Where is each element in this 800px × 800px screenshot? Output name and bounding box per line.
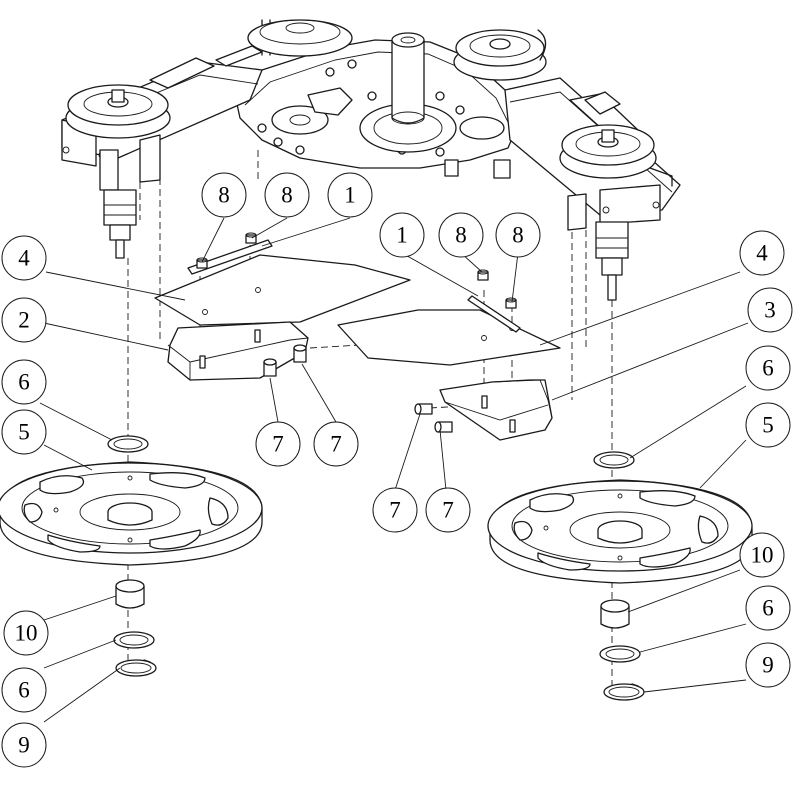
callout-label: 10 xyxy=(751,543,774,568)
callout-9-right: 9 xyxy=(745,642,791,688)
left-gear-cover xyxy=(271,105,329,135)
left-bushing-10 xyxy=(115,579,145,609)
right-spindle xyxy=(595,221,629,301)
callout-label: 9 xyxy=(762,653,774,678)
callout-label: 7 xyxy=(272,432,284,457)
callout-label: 8 xyxy=(512,223,524,248)
callout-5-left: 5 xyxy=(1,409,47,455)
right-spacer-6-bottom xyxy=(599,645,641,663)
left-retaining-ring-9 xyxy=(115,659,157,677)
callout-7-right-a: 7 xyxy=(372,487,418,533)
callout-3: 3 xyxy=(747,287,793,333)
callout-10-right: 10 xyxy=(739,532,785,578)
callout-6-left-top: 6 xyxy=(1,359,47,405)
left-spindle xyxy=(103,189,137,259)
callout-label: 8 xyxy=(281,183,293,208)
callout-1-left: 1 xyxy=(327,172,373,218)
callout-label: 8 xyxy=(455,223,467,248)
left-shield-plate-4 xyxy=(154,254,411,326)
left-bracket-2 xyxy=(167,321,309,381)
callout-label: 1 xyxy=(344,183,356,208)
left-bolts-7 xyxy=(263,344,307,377)
callout-label: 2 xyxy=(18,308,30,333)
callout-1-right: 1 xyxy=(379,212,425,258)
callout-label: 6 xyxy=(18,678,30,703)
right-strap-1 xyxy=(467,295,521,333)
right-bolts-7 xyxy=(414,403,453,433)
callout-6-left-bottom: 6 xyxy=(1,667,47,713)
left-spacer-6-bottom xyxy=(113,631,155,649)
callout-7-right-b: 7 xyxy=(425,487,471,533)
callout-8-left-a: 8 xyxy=(201,172,247,218)
right-retaining-ring-9 xyxy=(603,683,645,701)
callout-label: 7 xyxy=(330,432,342,457)
callout-label: 9 xyxy=(18,733,30,758)
right-bracket-3 xyxy=(439,379,553,441)
callout-9-left: 9 xyxy=(1,722,47,768)
right-nuts-8 xyxy=(477,269,517,309)
front-right-pulley xyxy=(559,124,657,179)
callout-label: 1 xyxy=(396,223,408,248)
callout-label: 3 xyxy=(764,298,776,323)
rear-left-pulley xyxy=(247,19,353,57)
right-disk-5 xyxy=(487,479,753,584)
callout-label: 5 xyxy=(762,413,774,438)
right-arm-end-bracket xyxy=(599,184,661,225)
right-bushing-10 xyxy=(600,599,630,629)
input-shaft xyxy=(391,32,425,125)
callout-label: 6 xyxy=(762,356,774,381)
front-left-pulley xyxy=(65,84,171,139)
callout-6-right-bottom: 6 xyxy=(745,585,791,631)
callout-label: 4 xyxy=(18,246,30,271)
left-disk-5 xyxy=(0,461,263,566)
callout-2: 2 xyxy=(1,297,47,343)
left-nuts-8 xyxy=(196,232,257,269)
callout-7-left-b: 7 xyxy=(313,421,359,467)
right-shield-plate-4 xyxy=(337,309,561,366)
callout-label: 6 xyxy=(762,596,774,621)
rear-right-pulley xyxy=(453,29,547,81)
callout-8-left-b: 8 xyxy=(264,172,310,218)
callout-label: 8 xyxy=(218,183,230,208)
callout-label: 10 xyxy=(15,621,38,646)
callout-label: 7 xyxy=(442,498,454,523)
callout-6-right-top: 6 xyxy=(745,345,791,391)
left-spacer-6-top xyxy=(107,435,149,453)
callout-label: 6 xyxy=(18,370,30,395)
callout-4-right: 4 xyxy=(739,230,785,276)
callout-10-left: 10 xyxy=(3,610,49,656)
housing-bolts xyxy=(257,59,465,157)
callout-8-right-b: 8 xyxy=(495,212,541,258)
right-spacer-6-top xyxy=(593,451,635,469)
callout-4-left: 4 xyxy=(1,235,47,281)
deck-drive-assembly xyxy=(61,19,681,301)
callout-label: 7 xyxy=(389,498,401,523)
left-strap-1 xyxy=(187,239,273,275)
leader-lines xyxy=(39,217,749,723)
callout-5-right: 5 xyxy=(745,402,791,448)
housing-cutout xyxy=(307,87,353,116)
callout-label: 4 xyxy=(756,241,768,266)
callout-7-left-a: 7 xyxy=(255,421,301,467)
callout-label: 5 xyxy=(18,420,30,445)
callout-8-right-a: 8 xyxy=(438,212,484,258)
